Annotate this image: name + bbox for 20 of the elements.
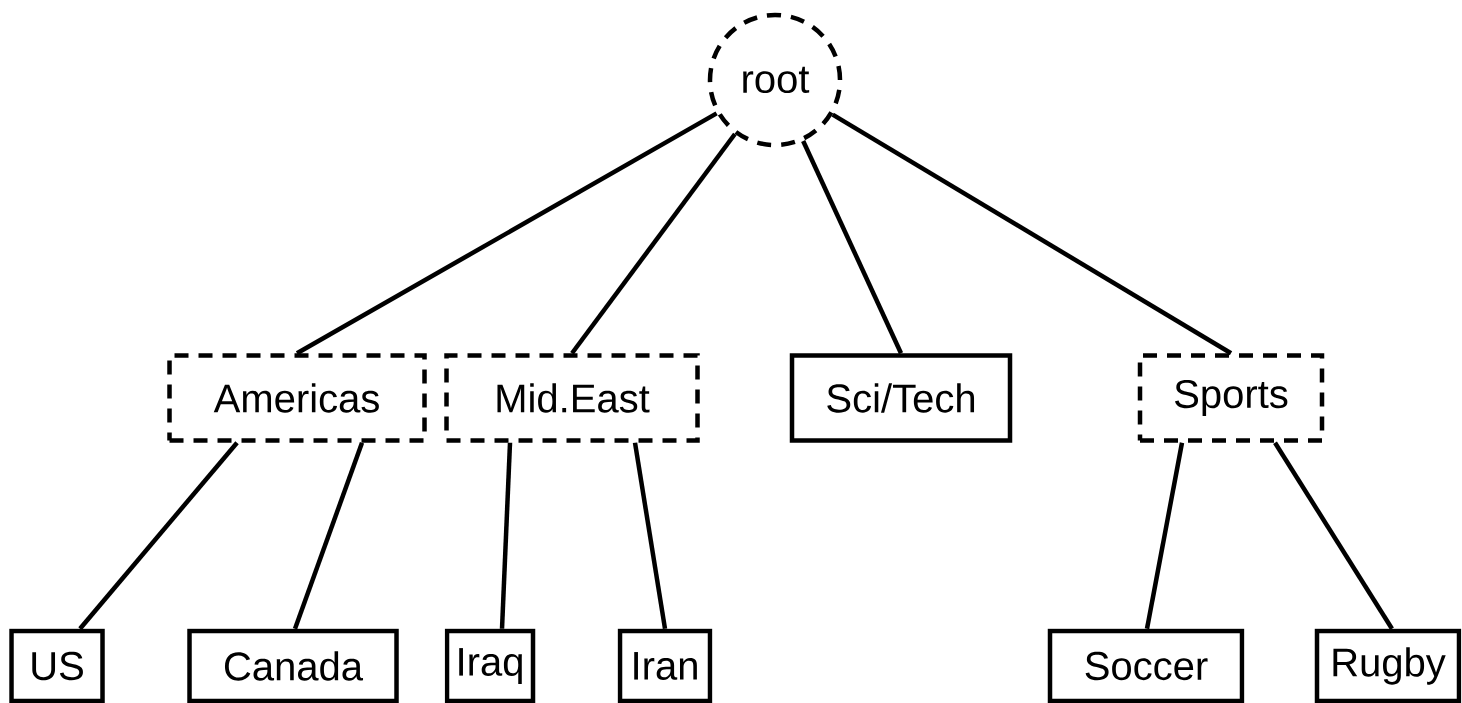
connector-line: [632, 442, 668, 630]
leaf-box: US: [9, 628, 105, 703]
leaf-box: Iran: [617, 628, 713, 703]
connector-line: [292, 441, 365, 630]
leaf-box: Rugby: [1314, 628, 1462, 703]
connector-line: [78, 441, 239, 631]
connector-line: [499, 442, 513, 629]
connector-line: [1144, 442, 1185, 630]
connector-line: [831, 112, 1233, 356]
connector-line: [1273, 441, 1394, 630]
connector-line: [295, 111, 718, 356]
group-box: Americas: [167, 353, 427, 443]
leaf-box: Canada: [187, 628, 399, 703]
leaf-box: Soccer: [1047, 628, 1245, 703]
connector-line: [801, 140, 904, 355]
group-box: Sports: [1137, 353, 1325, 443]
connector-line: [570, 132, 737, 355]
category-box: Sci/Tech: [789, 353, 1013, 443]
leaf-box: Iraq: [444, 628, 536, 703]
group-box: Mid.East: [444, 353, 700, 443]
